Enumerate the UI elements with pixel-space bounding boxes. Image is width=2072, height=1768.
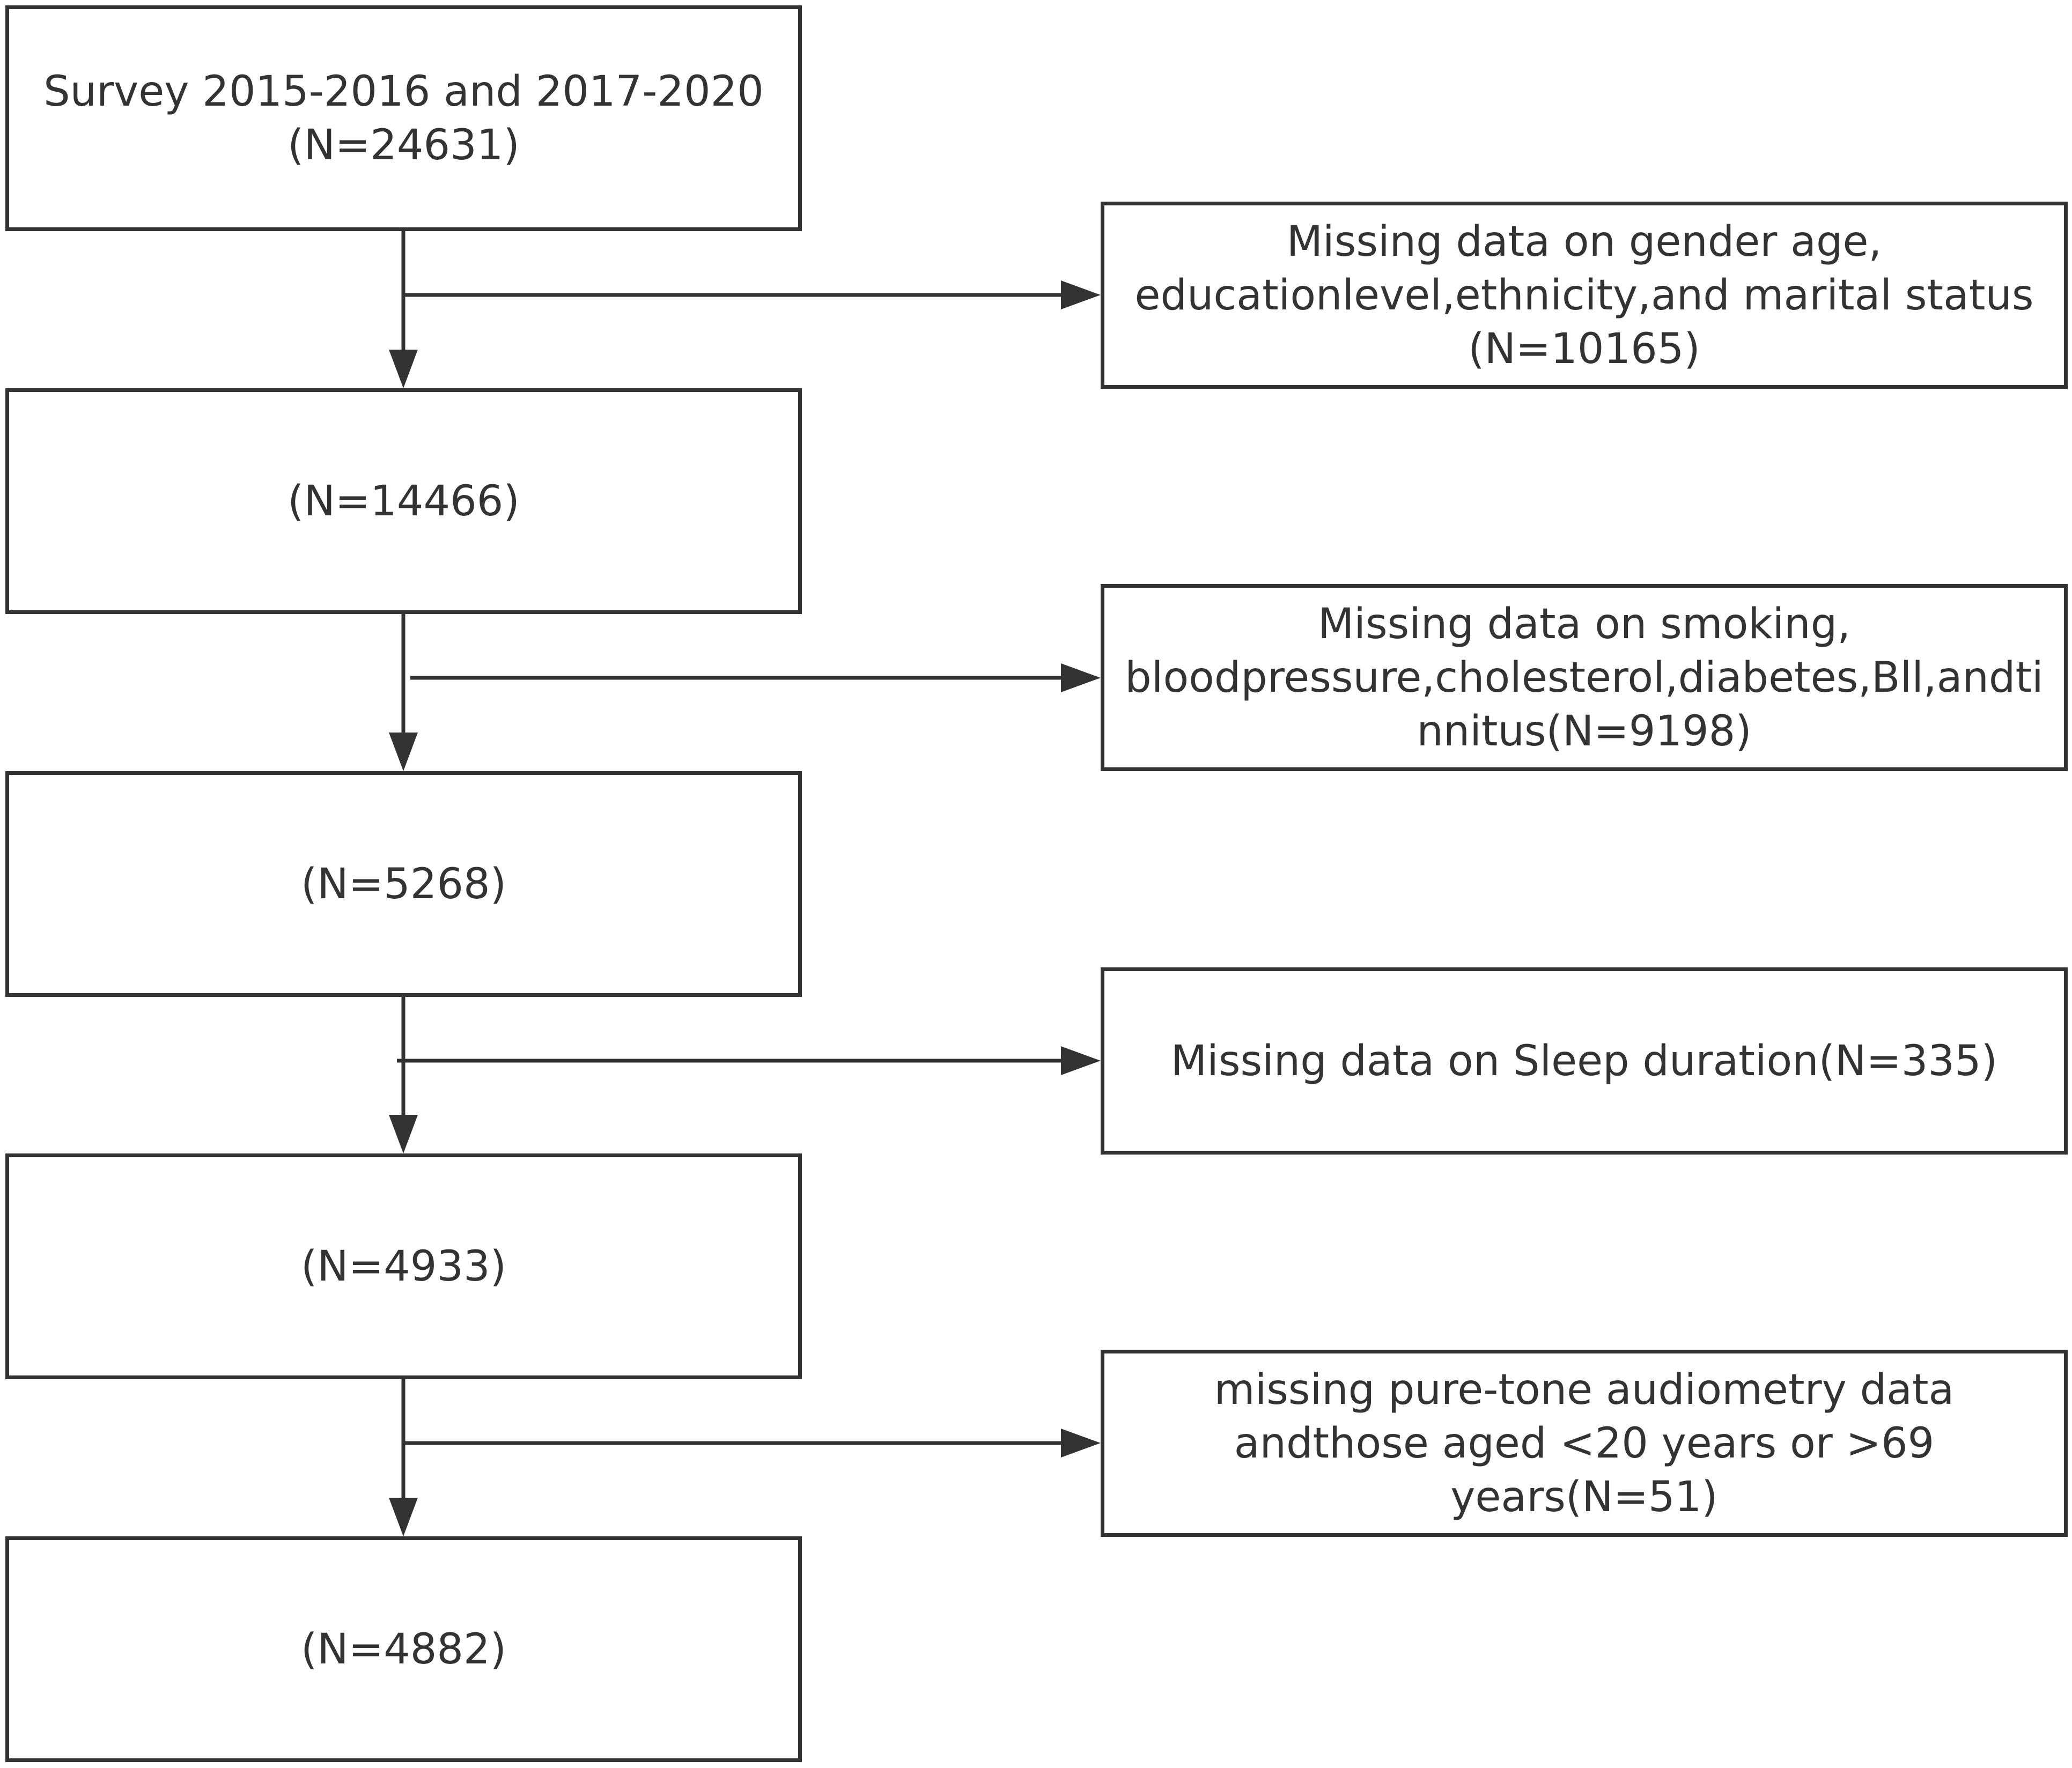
exclusion-box-demographics: Missing data on gender age, educationlev… [1101,202,2068,389]
down-arrowhead-3 [389,1115,418,1153]
exclusion-count: years(N=51) [1450,1473,1718,1521]
exclusion-text: educationlevel,ethnicity,and marital sta… [1134,271,2034,320]
exclusion-text: Missing data on smoking, [1317,600,1850,648]
flow-box-survey: Survey 2015-2016 and 2017-2020 (N=24631) [5,5,802,231]
down-arrowhead-4 [389,1498,418,1536]
exclusion-box-health: Missing data on smoking, bloodpressure,c… [1101,584,2068,771]
exclusion-count: (N=10165) [1468,324,1700,373]
exclusion-box-sleep: Missing data on Sleep duration(N=335) [1101,967,2068,1155]
down-arrowhead-2 [389,733,418,771]
flow-box-step-3: (N=5268) [5,771,802,997]
flow-box-text: Survey 2015-2016 and 2017-2020 [43,67,764,116]
right-arrowhead-1 [1061,280,1101,309]
exclusion-text: Missing data on Sleep duration(N=335) [1170,1037,1998,1085]
right-arrowhead-2 [1061,663,1101,692]
exclusion-text: missing pure-tone audiometry data [1214,1365,1955,1414]
flow-box-count: (N=24631) [287,121,520,169]
exclusion-text: andthose aged <20 years or >69 [1234,1419,1935,1468]
flow-box-final: (N=4882) [5,1536,802,1762]
flow-box-step-2: (N=14466) [5,388,802,614]
right-arrowhead-4 [1061,1429,1101,1458]
exclusion-count: nnitus(N=9198) [1417,707,1752,756]
flow-box-count: (N=4882) [300,1625,507,1674]
exclusion-text: bloodpressure,cholesterol,diabetes,Bll,a… [1125,653,2044,702]
right-arrowhead-3 [1061,1046,1101,1075]
flow-box-step-4: (N=4933) [5,1153,802,1379]
flow-box-count: (N=14466) [287,477,520,526]
flow-box-count: (N=4933) [300,1242,507,1291]
exclusion-text: Missing data on gender age, [1286,217,1882,266]
down-arrowhead-1 [389,350,418,388]
exclusion-box-audiometry: missing pure-tone audiometry data andtho… [1101,1350,2068,1537]
flow-box-count: (N=5268) [300,860,507,908]
